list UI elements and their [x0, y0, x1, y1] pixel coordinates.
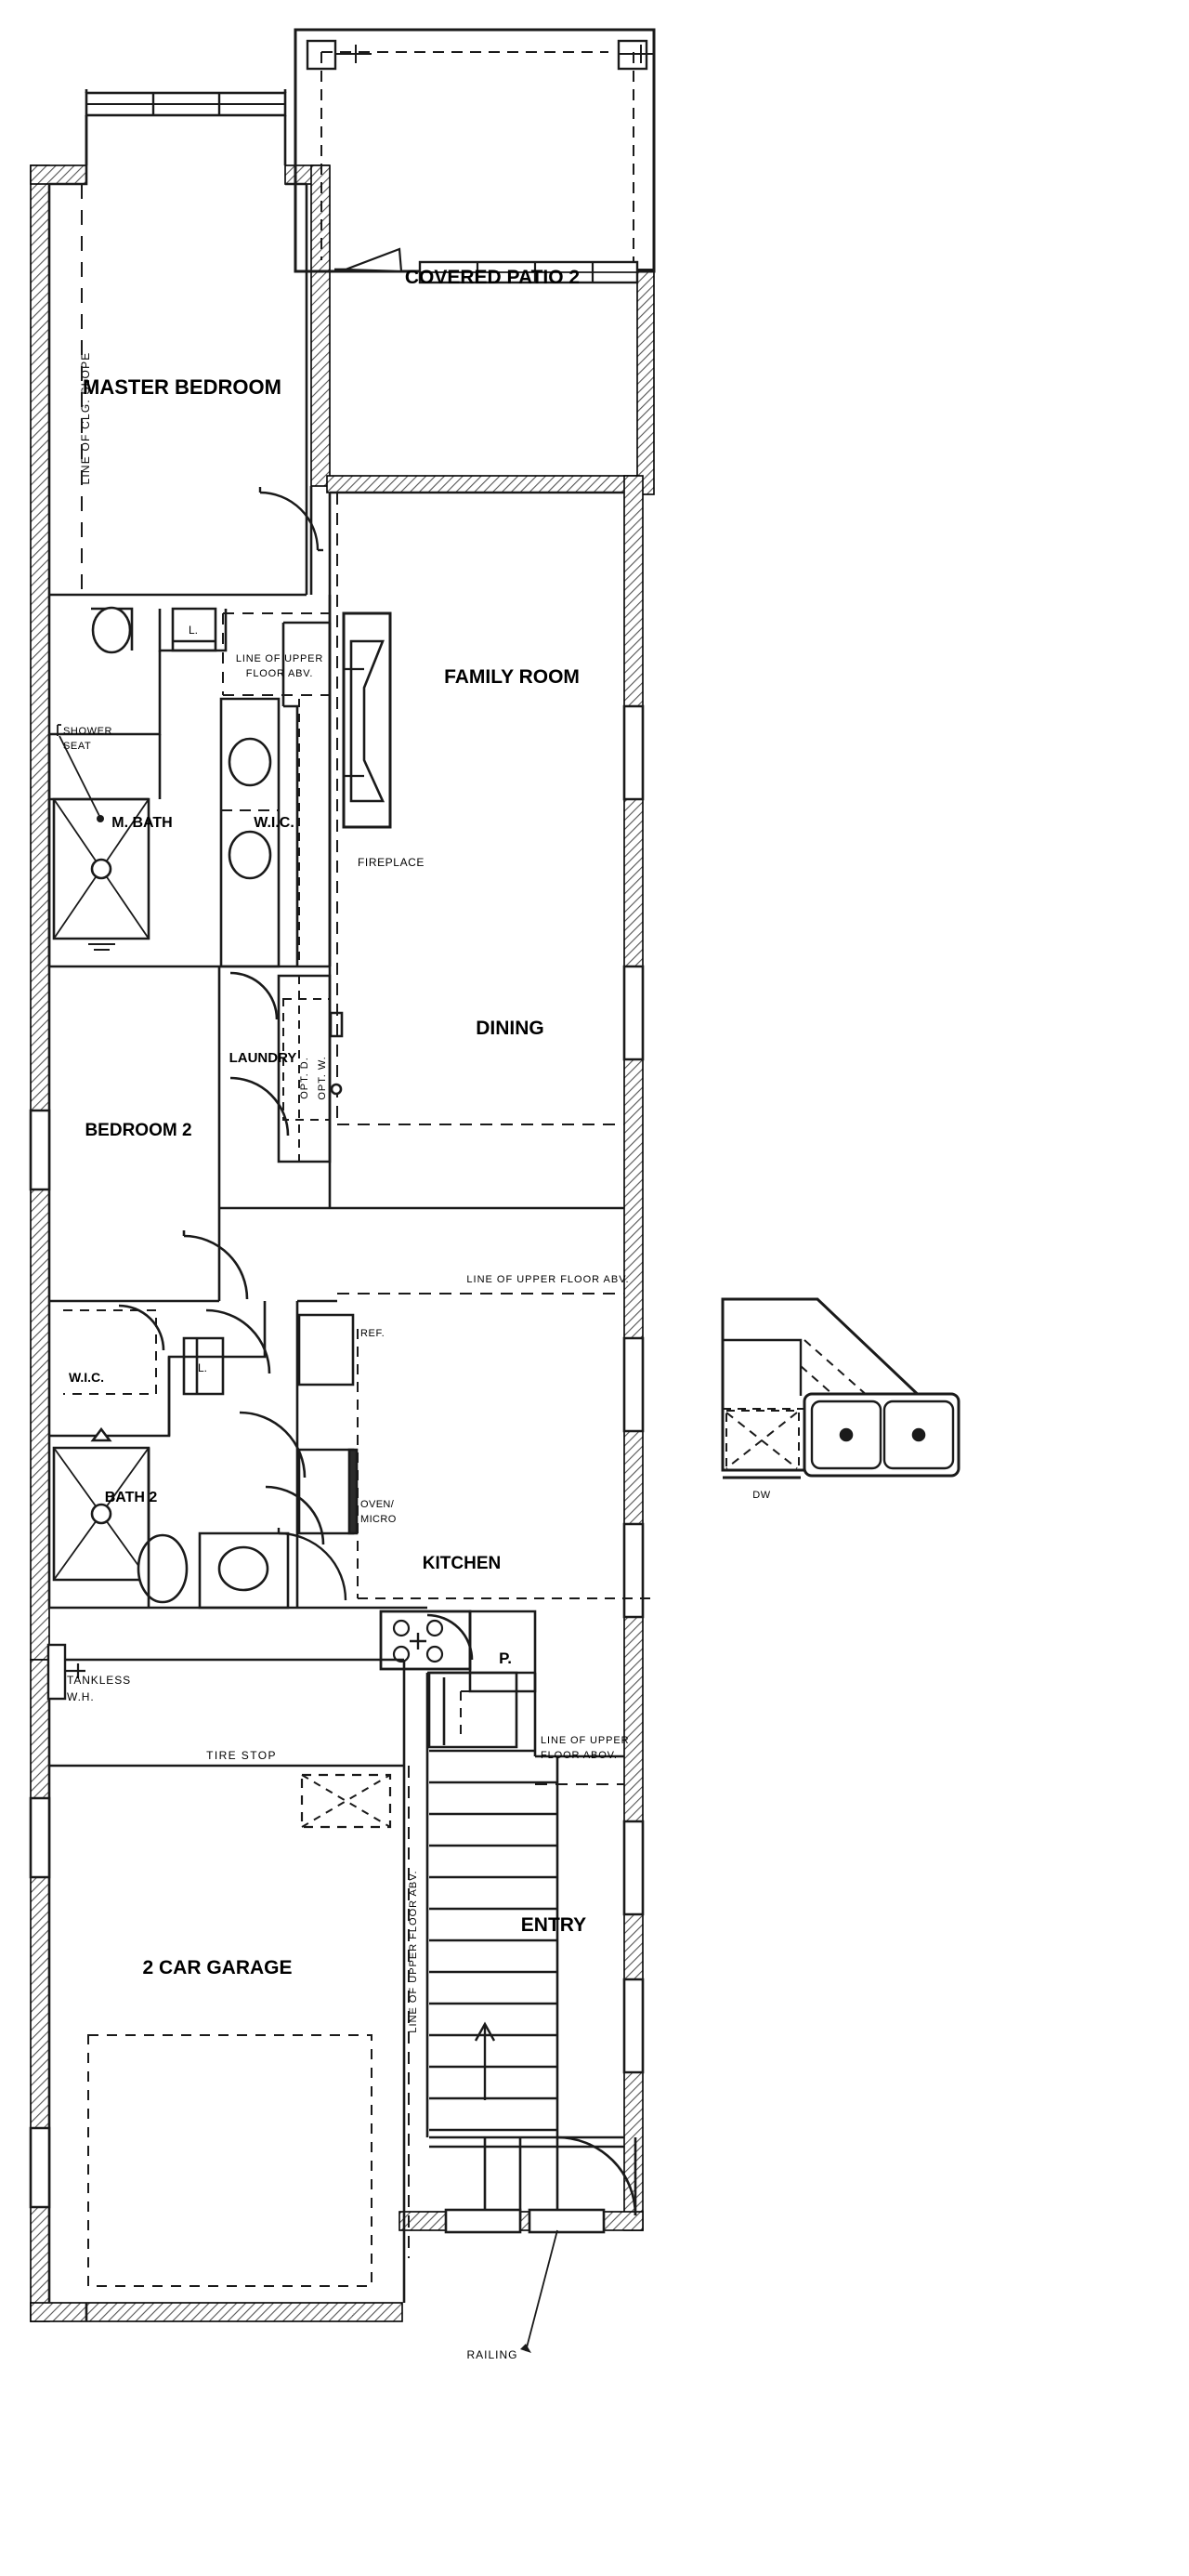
annotation-tire-stop: TIRE STOP: [206, 1749, 277, 1762]
room-label-master-bedroom: MASTER BEDROOM: [83, 375, 281, 399]
room-label-wic-2: W.I.C.: [69, 1370, 104, 1385]
annotation-oven-micro-line1: OVEN/: [360, 1499, 395, 1510]
room-label-pantry: P.: [499, 1649, 512, 1667]
annotation-labels: LINE OF CLG. SLOPE LINE OF UPPER FLOOR A…: [57, 184, 771, 2361]
annotation-upper-floor-abv-garage: LINE OF UPPER FLOOR ABV.: [408, 1870, 419, 2032]
entry-stairs: [425, 1671, 645, 2234]
room-label-bedroom-2: BEDROOM 2: [85, 1121, 191, 1140]
garage-service-door: [277, 1528, 347, 1601]
bath2-walls: [47, 1301, 325, 1610]
annotation-oven-micro-line2: MICRO: [360, 1514, 397, 1525]
garage-walls: [29, 1643, 410, 2321]
annotation-upper-floor-abv-right: LINE OF UPPER FLOOR ABV.: [466, 1274, 629, 1285]
bedroom-2-walls: [29, 966, 249, 1303]
annotation-upper-floor-abv-wic-line2: FLOOR ABV.: [246, 668, 313, 679]
annotation-opt-dryer: OPT. D.: [299, 1057, 310, 1099]
room-label-kitchen: KITCHEN: [423, 1554, 501, 1573]
annotation-upper-floor-abov-entry-line2: FLOOR ABOV.: [541, 1750, 618, 1761]
room-label-master-wic: W.I.C.: [254, 815, 294, 831]
room-labels: MASTER BEDROOM COVERED PATIO 2 FAMILY RO…: [69, 267, 586, 1978]
room-label-laundry: LAUNDRY: [229, 1050, 297, 1066]
annotation-upper-floor-abov-entry-line1: LINE OF UPPER: [541, 1735, 629, 1746]
family-room-window-band: [334, 247, 639, 284]
annotation-shower-seat-line1: SHOWER: [63, 726, 112, 737]
annotation-tankless-wh-line2: W.H.: [67, 1690, 95, 1703]
room-label-bath-2: BATH 2: [105, 1490, 158, 1505]
room-label-covered-patio-2: COVERED PATIO 2: [405, 267, 580, 288]
annotation-fireplace: FIREPLACE: [358, 856, 425, 869]
annotation-opt-washer: OPT. W.: [317, 1056, 328, 1099]
room-label-garage: 2 CAR GARAGE: [142, 1957, 292, 1978]
room-label-dining: DINING: [476, 1018, 544, 1039]
annotation-tankless-wh-line1: TANKLESS: [67, 1674, 131, 1687]
annotation-shower-seat-line2: SEAT: [63, 741, 91, 752]
room-label-family-room: FAMILY ROOM: [444, 666, 580, 688]
annotation-linen-master: L.: [189, 624, 198, 637]
annotation-railing: RAILING: [466, 2348, 517, 2361]
master-bedroom-door: [258, 487, 323, 552]
family-dining-walls: [328, 491, 645, 1619]
annotation-refrigerator: REF.: [360, 1328, 385, 1339]
annotation-linen-bath2: L.: [198, 1361, 207, 1374]
room-label-entry: ENTRY: [521, 1914, 586, 1936]
annotation-dishwasher: DW: [752, 1490, 771, 1501]
room-label-master-bath: M. BATH: [111, 815, 172, 831]
laundry-walls: [217, 966, 344, 1210]
master-bedroom-window-wall: [85, 89, 287, 165]
annotation-upper-floor-abv-wic-line1: LINE OF UPPER: [236, 653, 323, 664]
kitchen-walls: [295, 1293, 960, 1693]
